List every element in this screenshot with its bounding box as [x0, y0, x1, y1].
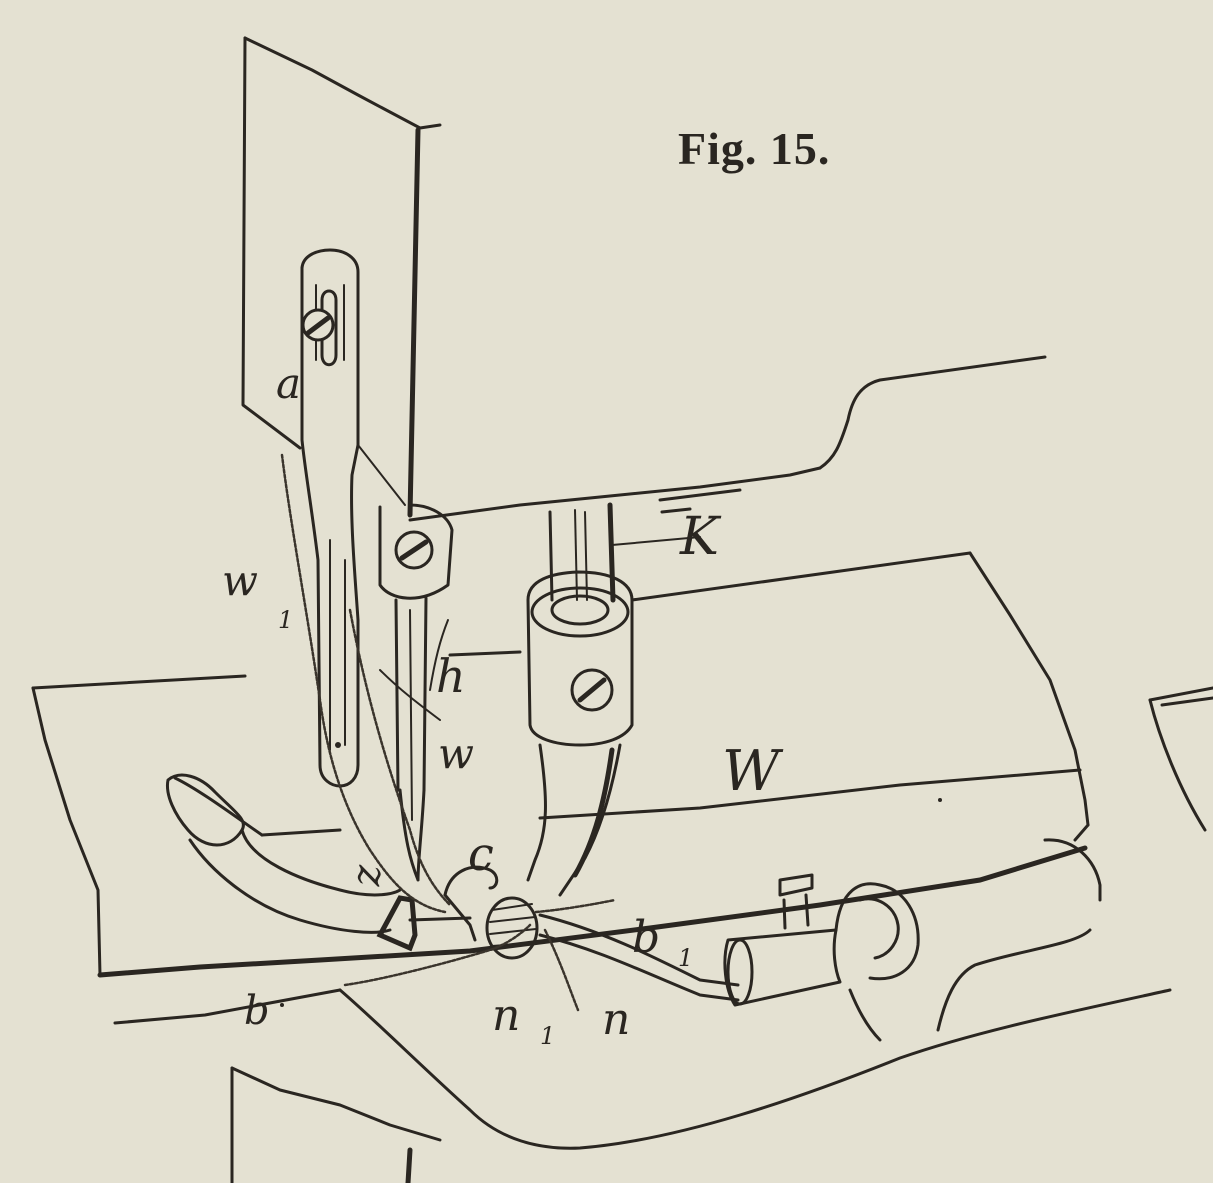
presser-foot — [526, 570, 634, 897]
ink-speck — [938, 798, 942, 802]
upright-plate — [241, 36, 442, 518]
label-w: w — [438, 729, 474, 778]
shuttle-race — [165, 773, 472, 952]
label-n1: n — [492, 990, 520, 1041]
label-c: c — [468, 827, 494, 881]
ink-speck — [280, 1003, 284, 1007]
label-z: z — [343, 863, 390, 888]
label-K: K — [679, 507, 722, 567]
work-plate — [31, 551, 1090, 978]
threads — [280, 453, 617, 1012]
label-n1-subscript: 1 — [540, 1022, 555, 1050]
label-w1: w — [222, 556, 258, 605]
label-w1-subscript: 1 — [278, 606, 293, 634]
machine-base — [113, 838, 1172, 1183]
label-h: h — [436, 649, 466, 703]
presser-bar — [548, 488, 742, 603]
figure-title: Fig. 15. — [678, 123, 830, 174]
label-a: a — [276, 359, 301, 408]
label-b1: b — [632, 912, 660, 963]
label-b1-subscript: 1 — [678, 944, 693, 972]
looper-hook — [443, 865, 539, 960]
bobbin-tube — [538, 873, 920, 1007]
needle-clamp — [378, 503, 454, 882]
right-plate — [1148, 686, 1213, 832]
label-n: n — [602, 994, 630, 1045]
label-b: b — [244, 988, 270, 1034]
slotted-lever — [300, 248, 360, 788]
label-W: W — [722, 739, 784, 804]
machine-arm — [408, 355, 1047, 522]
